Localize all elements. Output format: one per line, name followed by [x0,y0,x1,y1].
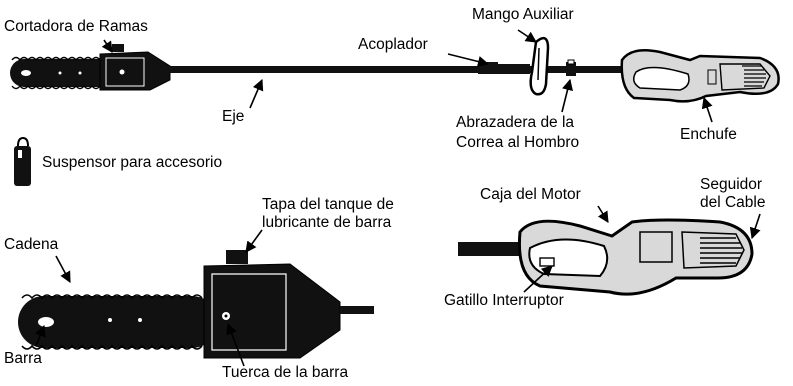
arrow-eje [249,78,264,109]
label-tapa-line1: Tapa del tanque de [262,196,394,213]
label-abrazadera-line2: Correa al Hombro [456,134,580,151]
arrow-barra [35,324,46,347]
arrow-enchufe [701,96,713,123]
accessory-hanger [14,136,31,186]
arrow-abrazadera [561,78,573,113]
motor-housing-detail [458,218,754,296]
top-auxiliary-handle [529,36,550,96]
label-gatillo-interruptor: Gatillo Interruptor [444,292,564,309]
arrow-gatillo [523,265,553,293]
arrow-caja-motor [597,205,609,223]
label-tuerca-de-la-barra: Tuerca de la barra [222,364,349,381]
detail-saw-head [203,250,374,359]
arrow-cortadora [101,39,113,53]
label-suspensor: Suspensor para accesorio [42,154,223,171]
detail-bar-chain [18,294,218,350]
label-mango-auxiliar: Mango Auxiliar [472,6,574,23]
label-barra: Barra [4,350,42,367]
arrow-tapa [245,229,263,253]
label-abrazadera-line1: Abrazadera de la [456,114,575,131]
label-cadena: Cadena [4,236,59,253]
label-acoplador: Acoplador [358,36,428,53]
label-seguidor-line2: del Cable [700,194,766,211]
top-strap-clamp [566,59,576,76]
top-motor-handle [620,49,780,103]
label-tapa-line2: lubricante de barra [262,214,392,231]
arrow-cadena [55,255,71,283]
top-saw-head [99,44,171,91]
top-chain-bar [10,56,120,90]
arrow-acoplador [447,53,490,67]
label-caja-del-motor: Caja del Motor [480,186,581,203]
label-eje: Eje [222,108,245,125]
arrow-tuerca [226,322,245,367]
label-enchufe: Enchufe [680,126,737,143]
label-cortadora-de-ramas: Cortadora de Ramas [4,18,148,35]
arrow-seguidor [749,213,761,240]
leader-arrows [35,29,761,367]
label-seguidor-line1: Seguidor [700,176,763,193]
chain-saw-detail [18,250,374,359]
assembled-pole-saw [10,36,780,103]
arrow-mango-auxiliar [517,29,537,43]
top-shaft [168,62,628,74]
